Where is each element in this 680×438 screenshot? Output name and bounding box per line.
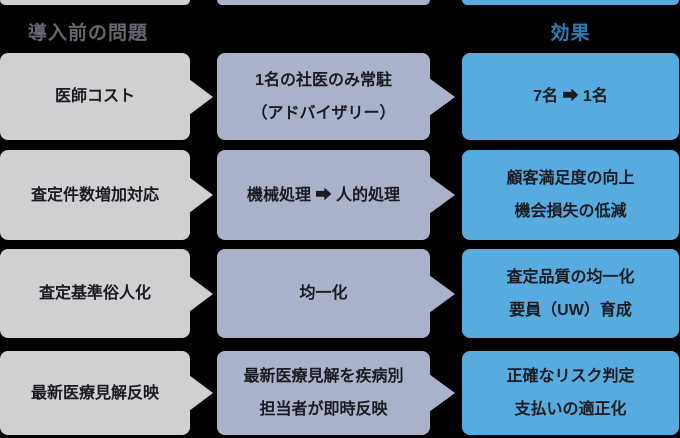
problem-box-assessment-volume: 査定件数増加対応 [0, 150, 190, 240]
effects-column-header: 効果 [550, 23, 591, 44]
cropped-measure-box-strip [217, 0, 430, 5]
effect-box-assessment-volume: 顧客満足度の向上 機会損失の低減 [462, 150, 679, 240]
box-line: 均一化 [299, 285, 348, 302]
effect-box-doctor-cost: 7名 ➡ 1名 [462, 53, 679, 140]
effect-box-medical-findings: 正確なリスク判定 支払いの適正化 [462, 351, 679, 435]
box-line: 1名の社医のみ常駐 [255, 71, 392, 89]
problem-box-assessment-criteria: 査定基準俗人化 [0, 249, 190, 338]
box-line: 正確なリスク判定 [506, 368, 635, 385]
box-line: 担当者が即時反映 [259, 401, 388, 418]
cropped-effect-box-strip [462, 0, 679, 5]
box-line: 査定品質の均一化 [506, 268, 635, 286]
effect-box-assessment-criteria: 査定品質の均一化 要員（UW）育成 [462, 249, 679, 338]
box-line: （アドバイザリー） [251, 104, 396, 122]
problem-box-doctor-cost: 医師コスト [0, 53, 190, 140]
cropped-problem-box-strip [0, 0, 190, 5]
measure-box-doctor-cost: 1名の社医のみ常駐 （アドバイザリー） [217, 53, 430, 140]
box-line: 支払いの適正化 [514, 401, 627, 418]
box-line: 最新医療見解反映 [30, 384, 159, 402]
box-line: 機械処理 ➡ 人的処理 [247, 186, 400, 204]
box-line: 機会損失の低減 [514, 203, 627, 220]
problem-box-medical-findings: 最新医療見解反映 [0, 351, 190, 435]
box-line: 査定基準俗人化 [38, 285, 151, 302]
box-line: 7名 ➡ 1名 [533, 88, 608, 105]
problems-column-header: 導入前の問題 [28, 23, 149, 44]
box-line: 要員（UW）育成 [509, 301, 632, 319]
box-line: 顧客満足度の向上 [506, 170, 635, 187]
box-line: 査定件数増加対応 [30, 186, 159, 204]
measure-box-medical-findings: 最新医療見解を疾病別 担当者が即時反映 [217, 351, 430, 435]
box-line: 医師コスト [54, 88, 135, 105]
measure-box-assessment-volume: 機械処理 ➡ 人的処理 [217, 150, 430, 240]
measure-box-assessment-criteria: 均一化 [217, 249, 430, 338]
box-line: 最新医療見解を疾病別 [243, 368, 404, 385]
